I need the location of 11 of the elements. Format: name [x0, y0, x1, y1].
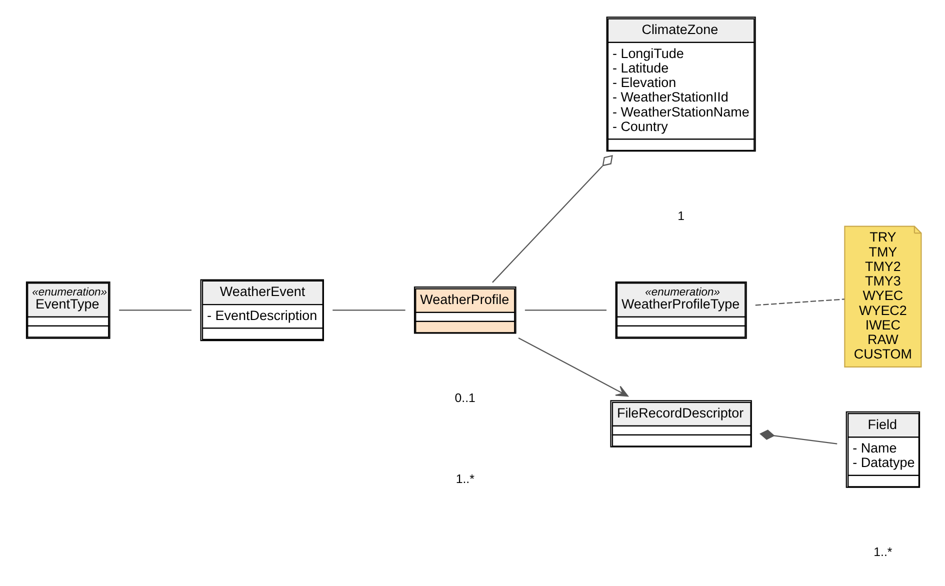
connector: [332, 310, 405, 311]
connector: [492, 155, 612, 283]
connector: [754, 298, 844, 306]
connector: [118, 310, 191, 311]
label: 1..*: [873, 545, 892, 560]
label: 1: [677, 208, 684, 223]
label: 1..*: [455, 472, 474, 486]
connector: [759, 430, 837, 444]
label: 0..1: [454, 391, 475, 406]
arrow: [518, 337, 628, 397]
connector: [524, 310, 606, 311]
